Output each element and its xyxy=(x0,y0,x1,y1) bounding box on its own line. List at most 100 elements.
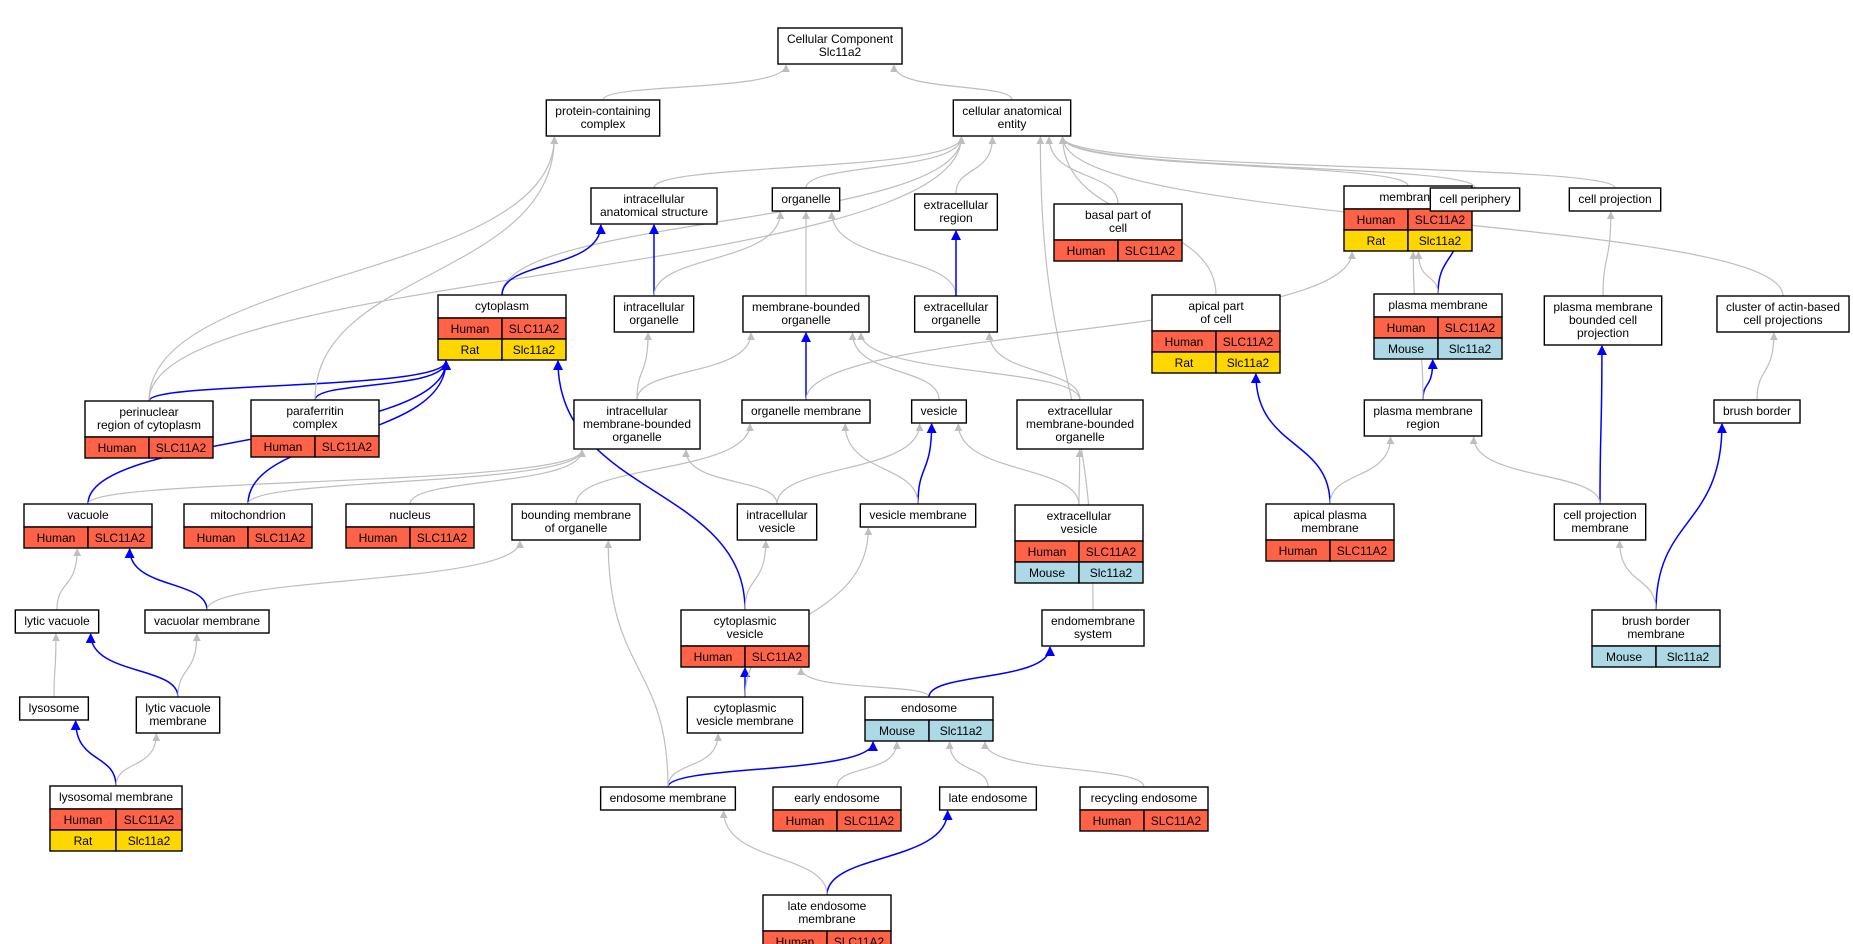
part-of-edge-paraferritin-to-cytoplasm xyxy=(314,360,451,401)
go-term-node-endosome-membrane[interactable]: endosome membrane xyxy=(599,786,737,811)
is-a-edge-extracell-mb-organelle-to-extracell-organelle xyxy=(985,332,1081,401)
go-term-node-vacuolar-membrane[interactable]: vacuolar membrane xyxy=(144,609,270,634)
gene-label: Slc11a2 xyxy=(513,343,556,357)
species-label: Human xyxy=(1165,335,1204,349)
node-label: cluster of actin-based xyxy=(1726,300,1840,314)
node-title-box xyxy=(1713,399,1801,424)
gene-cell xyxy=(501,338,567,361)
node-title-box xyxy=(1016,399,1144,450)
is-a-edge-vacuole-to-intracell-mb-organelle xyxy=(87,449,586,505)
go-term-node-organelle-membrane[interactable]: organelle membrane xyxy=(741,399,871,424)
part-of-edge-vesicle-membrane-to-vesicle xyxy=(917,423,937,505)
node-title-box xyxy=(859,503,977,528)
go-term-node-le-membrane[interactable]: late endosomemembraneHumanSLC11A2RatSlc1… xyxy=(762,894,892,944)
gene-cell xyxy=(1437,337,1503,360)
node-label: extracellular xyxy=(1047,509,1112,523)
species-label: Human xyxy=(359,531,398,545)
node-label: intracellular xyxy=(746,508,807,522)
go-term-node-brush-border[interactable]: brush border xyxy=(1713,399,1801,424)
go-term-node-late-endosome[interactable]: late endosome xyxy=(938,786,1038,811)
node-label: vesicle membrane xyxy=(696,714,794,728)
go-term-node-lysosome[interactable]: lysosome xyxy=(18,696,90,721)
is-a-edge-organelle-to-cae xyxy=(805,136,966,189)
go-term-node-lytic-vacuole[interactable]: lytic vacuole xyxy=(14,609,100,634)
node-label: vacuolar membrane xyxy=(154,614,260,628)
node-label: organelle xyxy=(612,430,662,444)
node-label: lytic vacuole xyxy=(24,614,90,628)
node-label: early endosome xyxy=(794,791,880,805)
species-label: Human xyxy=(1093,814,1132,828)
is-a-edge-extracell-organelle-to-organelle xyxy=(827,211,957,297)
go-term-node-vesicle[interactable]: vesicle xyxy=(910,399,968,424)
is-a-edge-endosome-membrane-to-cv-membrane xyxy=(667,733,723,788)
species-label: Rat xyxy=(461,343,480,357)
is-a-edge-le-membrane-to-endosome-membrane xyxy=(719,810,828,896)
node-label: perinuclear xyxy=(119,405,178,419)
go-term-node-vesicle-membrane[interactable]: vesicle membrane xyxy=(859,503,977,528)
species-label: Human xyxy=(786,814,825,828)
node-label: organelle xyxy=(629,313,679,327)
node-label: vacuole xyxy=(67,508,109,522)
species-label: Mouse xyxy=(1029,566,1065,580)
species-label: Mouse xyxy=(1606,650,1642,664)
go-term-node-cell-periphery[interactable]: cell periphery xyxy=(1429,187,1521,212)
go-term-node-cell-projection[interactable]: cell projection xyxy=(1568,187,1662,212)
species-label: Human xyxy=(1387,321,1426,335)
node-title-box xyxy=(1363,399,1483,437)
is-a-edge-cytoplasm-to-cae xyxy=(501,136,966,296)
is-a-edge-vesicle-to-mb-organelle xyxy=(848,332,940,401)
part-of-edge-bb-membrane-to-brush-border xyxy=(1655,423,1727,611)
gene-cell xyxy=(928,719,994,742)
is-a-edge-nucleus-to-intracell-mb-organelle xyxy=(409,449,586,505)
species-label: Mouse xyxy=(1388,342,1424,356)
node-label: lytic vacuole xyxy=(145,701,211,715)
node-label: cytoplasmic xyxy=(714,614,777,628)
node-label: cytoplasm xyxy=(475,299,529,313)
gene-label: Slc11a2 xyxy=(1090,566,1133,580)
node-label: Cellular Component xyxy=(787,32,894,46)
node-title-box xyxy=(952,99,1072,137)
node-label: extracellular xyxy=(924,300,989,314)
node-label: membrane-bounded xyxy=(583,417,691,431)
node-label: recycling endosome xyxy=(1091,791,1198,805)
edge-layer xyxy=(51,64,1784,896)
go-term-node-organelle[interactable]: organelle xyxy=(771,187,841,212)
